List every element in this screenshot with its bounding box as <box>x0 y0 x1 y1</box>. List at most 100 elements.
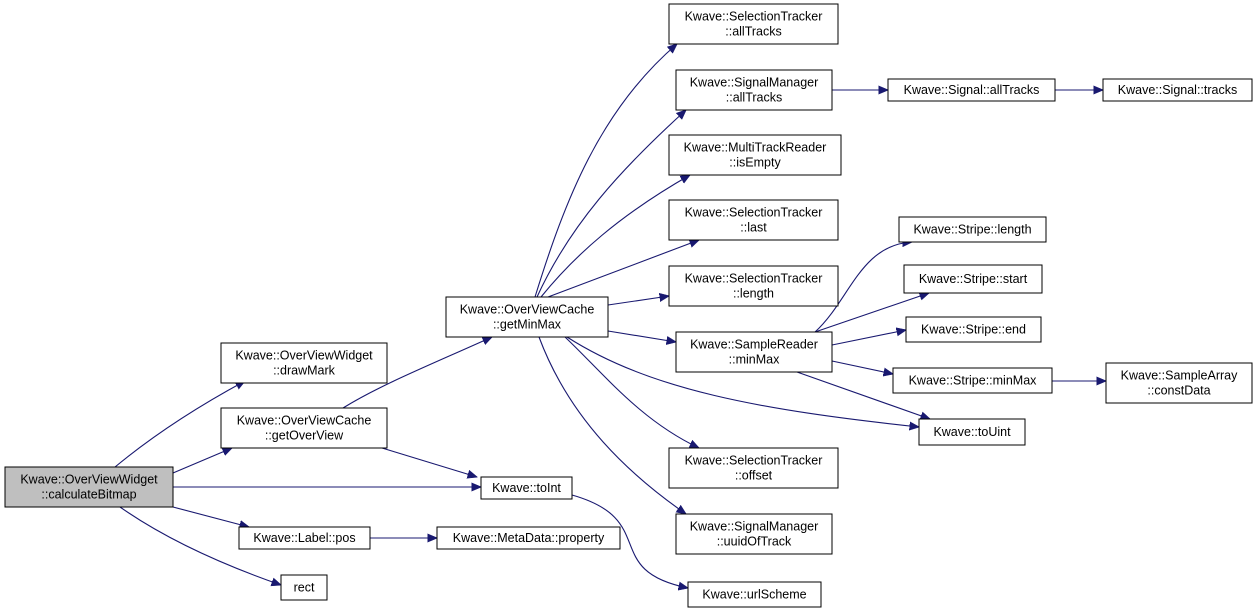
node-box <box>668 199 839 241</box>
function-node[interactable]: Kwave::SelectionTracker::last <box>668 199 839 241</box>
node-label-line: Kwave::Stripe::length <box>913 223 1031 237</box>
node-box <box>1105 362 1253 404</box>
function-node[interactable]: Kwave::Label::pos <box>238 526 371 550</box>
node-label-line: ::getMinMax <box>493 318 562 332</box>
function-node[interactable]: Kwave::toInt <box>480 476 573 500</box>
call-edge-n6-to-n9 <box>534 44 677 298</box>
call-edge-n6-to-n12 <box>547 240 699 298</box>
node-box <box>668 265 839 307</box>
call-edge-n6-to-n13 <box>607 296 669 306</box>
function-node[interactable]: Kwave::Signal::allTracks <box>887 78 1056 102</box>
node-label-line: ::minMax <box>729 353 780 367</box>
node-label-line: Kwave::Stripe::start <box>919 272 1028 286</box>
node-label-line: Kwave::SignalManager <box>690 520 819 534</box>
node-label-line: ::uuidOfTrack <box>717 535 792 549</box>
node-box <box>220 407 388 449</box>
root-function-node[interactable]: Kwave::OverViewWidget::calculateBitmap <box>4 466 174 508</box>
node-box <box>898 216 1047 243</box>
node-label-line: ::isEmpty <box>729 156 781 170</box>
node-label-line: Kwave::SelectionTracker <box>685 10 823 24</box>
function-node[interactable]: Kwave::MultiTrackReader::isEmpty <box>668 134 842 176</box>
function-node[interactable]: Kwave::SignalManager::allTracks <box>675 69 833 111</box>
function-node[interactable]: Kwave::urlScheme <box>687 581 822 608</box>
function-node[interactable]: Kwave::Stripe::start <box>903 264 1043 294</box>
node-label-line: ::last <box>740 221 767 235</box>
call-edge-n0-to-n1 <box>114 381 245 468</box>
node-label-line: Kwave::SelectionTracker <box>685 454 823 468</box>
function-node[interactable]: Kwave::SampleArray::constData <box>1105 362 1253 404</box>
call-edge-n14-to-n23 <box>796 371 930 419</box>
call-edge-n6-to-n14 <box>607 330 676 342</box>
node-label-line: Kwave::MetaData::property <box>453 531 605 545</box>
call-edge-n14-to-n21 <box>831 330 906 346</box>
call-edge-n2-to-n6 <box>342 336 492 409</box>
node-box <box>4 466 174 508</box>
node-label-line: Kwave::Stripe::end <box>921 323 1026 337</box>
node-box <box>436 526 621 550</box>
node-box <box>675 69 833 111</box>
function-node[interactable]: Kwave::OverViewCache::getMinMax <box>445 296 609 338</box>
call-edge-n0-to-n2 <box>172 447 232 474</box>
call-edge-n6-to-n15 <box>564 336 699 449</box>
node-box <box>905 316 1042 343</box>
call-edge-n14-to-n22 <box>831 360 893 374</box>
function-node[interactable]: rect <box>280 574 328 601</box>
node-box <box>687 581 822 608</box>
node-label-line: rect <box>294 581 315 595</box>
node-box <box>280 574 328 601</box>
function-node[interactable]: Kwave::SelectionTracker::allTracks <box>668 3 839 45</box>
node-box <box>1102 78 1253 102</box>
node-layer: Kwave::OverViewWidget::calculateBitmapKw… <box>4 3 1253 608</box>
call-edge-n2-to-n3 <box>381 447 477 477</box>
node-box <box>238 526 371 550</box>
function-node[interactable]: Kwave::toUint <box>918 418 1026 446</box>
node-label-line: Kwave::OverViewCache <box>460 303 595 317</box>
node-label-line: Kwave::SampleReader <box>690 338 818 352</box>
node-label-line: Kwave::OverViewCache <box>237 414 372 428</box>
node-box <box>445 296 609 338</box>
call-edge-n14-to-n19 <box>814 242 912 333</box>
function-node[interactable]: Kwave::Signal::tracks <box>1102 78 1253 102</box>
call-edge-n6-to-n11 <box>540 175 690 298</box>
node-label-line: Kwave::SignalManager <box>690 76 819 90</box>
function-node[interactable]: Kwave::OverViewCache::getOverView <box>220 407 388 449</box>
node-label-line: Kwave::toUint <box>933 425 1011 439</box>
node-label-line: ::allTracks <box>725 25 782 39</box>
call-edge-n14-to-n20 <box>814 293 929 333</box>
node-label-line: Kwave::Label::pos <box>253 531 355 545</box>
node-box <box>668 447 839 489</box>
node-label-line: ::constData <box>1147 384 1210 398</box>
function-node[interactable]: Kwave::SelectionTracker::length <box>668 265 839 307</box>
function-node[interactable]: Kwave::Stripe::minMax <box>892 367 1053 394</box>
node-label-line: Kwave::SampleArray <box>1121 369 1238 383</box>
node-label-line: Kwave::Signal::tracks <box>1118 83 1238 97</box>
function-node[interactable]: Kwave::SignalManager::uuidOfTrack <box>675 513 833 555</box>
node-label-line: ::drawMark <box>273 364 336 378</box>
call-edge-n0-to-n4 <box>172 506 249 527</box>
function-node[interactable]: Kwave::SelectionTracker::offset <box>668 447 839 489</box>
call-edge-n0-to-n5 <box>119 506 281 585</box>
node-box <box>887 78 1056 102</box>
node-label-line: ::offset <box>735 469 773 483</box>
node-box <box>480 476 573 500</box>
function-node[interactable]: Kwave::OverViewWidget::drawMark <box>220 342 388 384</box>
node-label-line: Kwave::MultiTrackReader <box>684 141 827 155</box>
node-label-line: ::allTracks <box>726 91 783 105</box>
node-label-line: Kwave::SelectionTracker <box>685 206 823 220</box>
call-edge-n6-to-n10 <box>536 110 686 298</box>
function-node[interactable]: Kwave::Stripe::end <box>905 316 1042 343</box>
function-node[interactable]: Kwave::SampleReader::minMax <box>675 331 833 373</box>
node-box <box>220 342 388 384</box>
call-edge-n3-to-n8 <box>571 494 688 588</box>
call-edge-n6-to-n16 <box>538 336 686 514</box>
node-box <box>675 513 833 555</box>
node-label-line: Kwave::Stripe::minMax <box>909 374 1038 388</box>
node-label-line: ::length <box>733 287 774 301</box>
node-label-line: Kwave::Signal::allTracks <box>904 83 1040 97</box>
node-label-line: Kwave::toInt <box>492 481 561 495</box>
function-node[interactable]: Kwave::Stripe::length <box>898 216 1047 243</box>
node-label-line: Kwave::OverViewWidget <box>20 473 158 487</box>
function-node[interactable]: Kwave::MetaData::property <box>436 526 621 550</box>
node-label-line: ::calculateBitmap <box>41 488 136 502</box>
